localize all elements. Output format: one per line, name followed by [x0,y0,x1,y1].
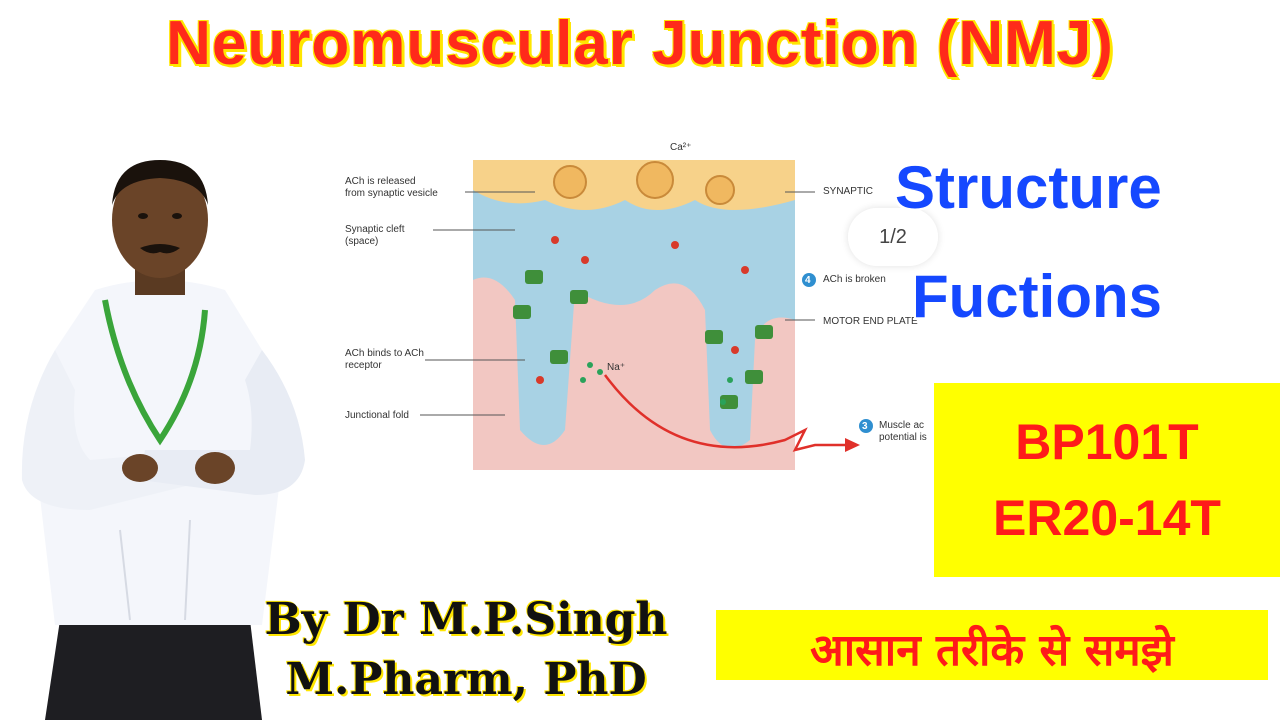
nmj-diagram: ACh is released from synaptic vesicle Sy… [325,140,965,480]
hindi-tagline-box: आसान तरीके से समझे [716,610,1268,680]
label-step-3: 3 [862,421,868,432]
subtitle-functions: Fuctions [912,263,1162,330]
label-ca: Ca²⁺ [670,142,692,153]
page-indicator[interactable]: 1/2 [848,208,938,266]
label-synaptic: SYNAPTIC [823,186,874,197]
course-code-er20: ER20-14T [993,490,1221,546]
presenter-photo [0,150,330,720]
label-motor-end-plate: MOTOR END PLATE [823,316,918,327]
hindi-tagline: आसान तरीके से समझे [810,625,1174,676]
label-synaptic-cleft: Synaptic cleft (space) [345,224,405,247]
course-code-bp101t: BP101T [1015,414,1199,470]
label-ach-broken: ACh is broken [823,274,886,285]
label-junctional-fold: Junctional fold [345,410,409,421]
page-title: Neuromuscular Junction (NMJ) [166,9,1114,78]
author-name: By Dr M.P.Singh [264,594,668,645]
label-ach-binds: ACh binds to ACh receptor [345,348,424,371]
label-step-4: 4 [805,275,811,286]
course-code-box: BP101T ER20-14T [934,383,1280,577]
label-ach-released: ACh is released from synaptic vesicle [345,176,438,199]
label-muscle-action: Muscle ac potential is [879,420,927,443]
subtitle-structure: Structure [895,154,1162,221]
label-na: Na⁺ [607,362,626,373]
author-credentials: M.Pharm, PhD [285,654,647,705]
